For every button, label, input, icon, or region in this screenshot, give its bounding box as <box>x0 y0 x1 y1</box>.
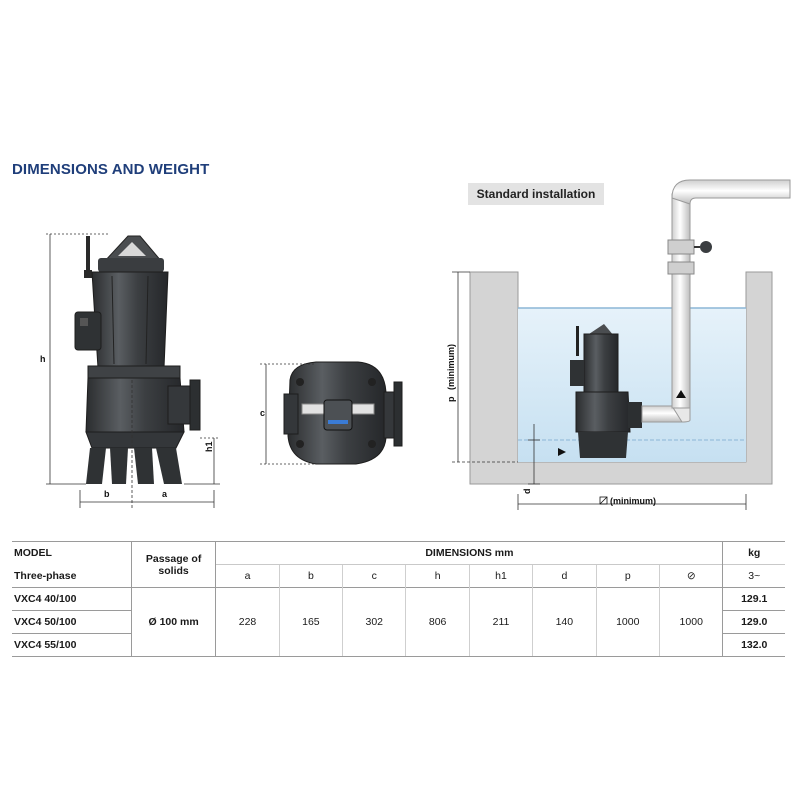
kg-row-2: 129.0 <box>722 610 785 634</box>
kg-row-3: 132.0 <box>722 633 785 657</box>
page-title: DIMENSIONS AND WEIGHT <box>12 161 210 178</box>
top-dimensions <box>260 363 316 465</box>
col-b: b <box>278 564 343 588</box>
col-h: h <box>405 564 470 588</box>
label-h1: h1 <box>204 441 214 452</box>
kg-row-1: 129.1 <box>722 587 785 611</box>
value-square: 1000 <box>658 587 723 657</box>
col-a: a <box>215 564 280 588</box>
value-d: 140 <box>532 587 597 657</box>
label-p: p <box>446 396 456 402</box>
technical-drawing: h h1 b a c <box>40 179 791 510</box>
col-h1: h1 <box>468 564 533 588</box>
passage-header: Passage of solids <box>130 541 217 588</box>
label-p-minimum: (minimum) <box>446 344 456 390</box>
label-h: h <box>40 354 46 364</box>
pump-top-view <box>283 361 403 465</box>
label-square-minimum: (minimum) <box>610 496 656 506</box>
installation-dimensions <box>452 271 747 510</box>
kg-header: kg <box>722 541 785 565</box>
value-b: 165 <box>278 587 343 657</box>
value-h: 806 <box>405 587 470 657</box>
pump-side-view <box>74 235 201 484</box>
installation-sump <box>469 179 791 485</box>
passage-value: Ø 100 mm <box>130 587 217 657</box>
installation-label: Standard installation <box>468 183 604 205</box>
dimensions-header: DIMENSIONS mm <box>215 541 723 565</box>
col-d: d <box>532 564 597 588</box>
dimensions-table: MODEL Passage of solids DIMENSIONS mm kg… <box>12 541 785 657</box>
model-header: MODEL <box>12 541 132 565</box>
kg-subheader: 3~ <box>722 564 785 588</box>
square-symbol-icon <box>599 496 608 505</box>
value-c: 302 <box>342 587 406 657</box>
side-dimensions <box>46 233 220 508</box>
col-p: p <box>595 564 660 588</box>
label-b: b <box>104 489 110 499</box>
col-square: ⊘ <box>658 564 723 588</box>
model-subheader: Three-phase <box>14 569 77 582</box>
value-h1: 211 <box>468 587 533 657</box>
col-c: c <box>342 564 406 588</box>
model-row-1: VXC4 40/100 <box>12 587 132 611</box>
label-c: c <box>260 408 265 418</box>
label-a: a <box>162 489 168 499</box>
model-row-3: VXC4 55/100 <box>12 633 132 657</box>
value-a: 228 <box>215 587 280 657</box>
value-p: 1000 <box>595 587 660 657</box>
model-row-2: VXC4 50/100 <box>12 610 132 634</box>
label-d: d <box>522 489 532 495</box>
